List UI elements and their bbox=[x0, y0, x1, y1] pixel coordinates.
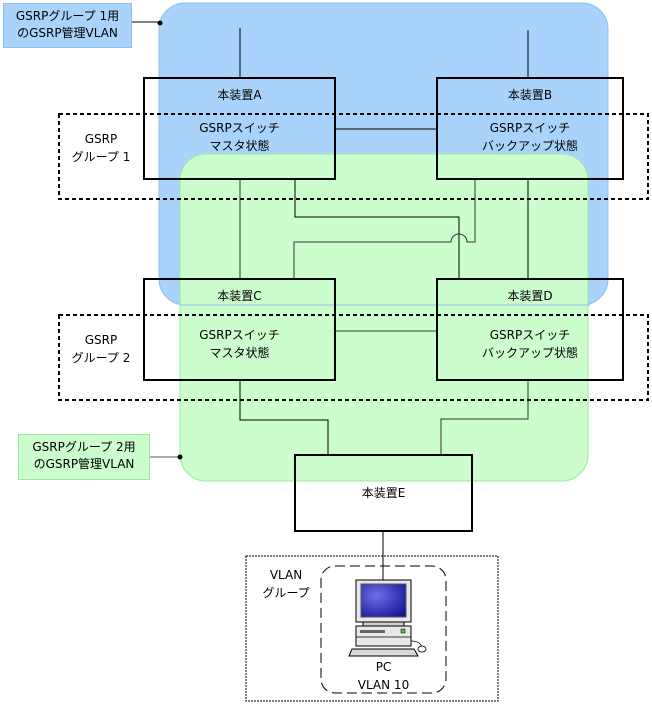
pc-icon bbox=[348, 579, 427, 657]
vlan2-anchor-dot bbox=[177, 454, 183, 460]
gsrp-group2-label: GSRP グループ 2 bbox=[62, 331, 140, 367]
gsrp-group2-box bbox=[58, 314, 649, 401]
device-b-state: バックアップ状態 bbox=[481, 139, 578, 153]
pc-name: PC bbox=[375, 660, 392, 674]
gsrp-group2-line1: GSRP bbox=[84, 333, 118, 347]
device-a-name: 本装置A bbox=[217, 88, 262, 102]
vlan-group-line1: VLAN bbox=[269, 568, 303, 582]
device-d-role: GSRPスイッチ bbox=[489, 328, 571, 342]
vlan1-callout: GSRPグループ 1用 のGSRP管理VLAN bbox=[3, 3, 132, 48]
gsrp-group1-box bbox=[58, 113, 649, 200]
link-b-c bbox=[293, 179, 476, 279]
vlan-group-line2: グループ bbox=[262, 586, 310, 600]
vlan2-callout: GSRPグループ 2用 のGSRP管理VLAN bbox=[18, 434, 150, 480]
device-a-role: GSRPスイッチ bbox=[199, 121, 280, 135]
vlan2-callout-line1: GSRPグループ 2用 bbox=[32, 440, 136, 454]
vlan1-callout-line1: GSRPグループ 1用 bbox=[15, 9, 120, 23]
device-b-role: GSRPスイッチ bbox=[489, 121, 571, 135]
device-a-state: マスタ状態 bbox=[209, 139, 270, 153]
device-d-status: GSRPスイッチ バックアップ状態 bbox=[437, 326, 623, 362]
gsrp-group2-line2: グループ 2 bbox=[71, 351, 131, 365]
pc-vlan: VLAN 10 bbox=[357, 678, 410, 692]
device-d-name: 本装置D bbox=[507, 289, 553, 303]
device-c-state: マスタ状態 bbox=[209, 346, 270, 360]
device-d-state: バックアップ状態 bbox=[481, 346, 578, 360]
gsrp-group1-label: GSRP グループ 1 bbox=[62, 130, 140, 166]
device-c-name: 本装置C bbox=[217, 289, 262, 303]
pc-box bbox=[320, 565, 447, 694]
vlan-group-label: VLAN グループ bbox=[258, 566, 314, 602]
vlan2-area bbox=[179, 153, 589, 482]
device-d-box bbox=[436, 278, 624, 381]
vlan1-callout-line2: のGSRP管理VLAN bbox=[17, 26, 118, 40]
vlan2-callout-line2: のGSRP管理VLAN bbox=[33, 457, 135, 471]
vlan-group-box bbox=[245, 555, 499, 702]
device-b-status: GSRPスイッチ バックアップ状態 bbox=[437, 119, 623, 155]
device-c-role: GSRPスイッチ bbox=[199, 328, 280, 342]
gsrp-group1-line2: グループ 1 bbox=[71, 150, 131, 164]
device-e-name: 本装置E bbox=[361, 486, 406, 500]
pc-label: PC VLAN 10 bbox=[321, 658, 446, 694]
device-c-status: GSRPスイッチ マスタ状態 bbox=[144, 326, 335, 362]
vlan1-anchor-dot bbox=[157, 20, 163, 26]
link-a-d bbox=[294, 179, 460, 279]
link-c-e bbox=[239, 380, 329, 455]
device-a-status: GSRPスイッチ マスタ状態 bbox=[144, 119, 335, 155]
link-d-e bbox=[440, 380, 529, 455]
device-b-name: 本装置B bbox=[507, 88, 553, 102]
gsrp-group1-line1: GSRP bbox=[84, 132, 118, 146]
